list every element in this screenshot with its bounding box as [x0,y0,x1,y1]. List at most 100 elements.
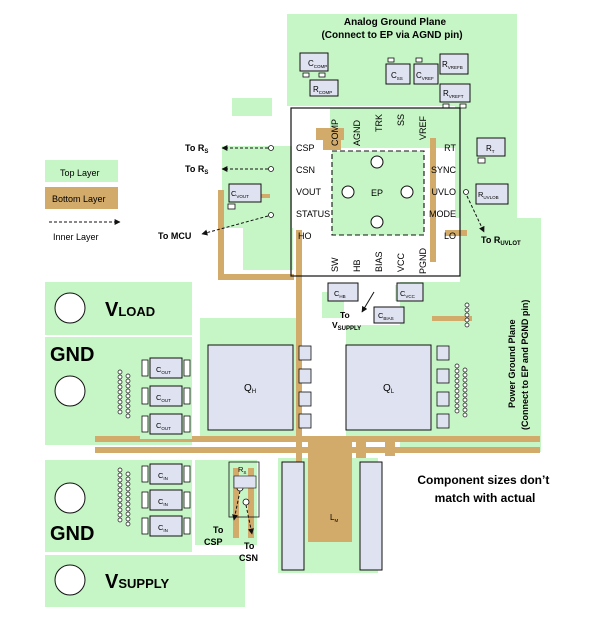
svg-text:QL: QL [383,383,395,395]
via [462,372,468,378]
via [464,317,470,323]
input-capacitors: CIN CIN CIN [141,463,191,537]
svg-text:CVOUT: CVOUT [231,189,249,199]
power-plane-title: Power Ground Plane [507,319,517,408]
svg-text:RT: RT [486,144,495,154]
via [462,367,468,373]
via [454,368,460,374]
pin-lo: LO [444,231,456,241]
vload-label: VLOAD [105,299,155,321]
size-note: Component sizes don’t match with actual [417,473,552,505]
via [464,302,470,308]
via [464,322,470,328]
via [462,387,468,393]
svg-text:CHB: CHB [334,289,346,299]
pin-status: STATUS [296,209,330,219]
svg-text:CVCC: CVCC [400,289,416,299]
via [454,393,460,399]
connection-arrows [201,145,485,535]
via [125,388,131,394]
ep-label: EP [371,188,383,198]
via [125,403,131,409]
via [462,402,468,408]
via [117,467,123,473]
via [117,487,123,493]
power-plane-subtitle: (Connect to EP and PGND pin) [520,300,530,430]
svg-text:RUVLOB: RUVLOB [478,190,499,200]
pin-rt: RT [444,143,456,153]
legend-inner-layer: Inner Layer [53,232,99,242]
via [464,312,470,318]
via [117,374,123,380]
via [125,408,131,414]
pin-vcc: VCC [396,252,406,272]
pin-bias: BIAS [374,251,384,272]
svg-text:CCOMP: CCOMP [308,59,327,69]
via [117,517,123,523]
via [117,399,123,405]
via [117,507,123,513]
via [125,521,131,527]
via [464,307,470,313]
svg-text:COUT: COUT [156,393,171,403]
via [454,383,460,389]
pin-trk: TRK [374,114,384,132]
via [117,482,123,488]
to-rs-csp: To RS [185,143,208,155]
svg-text:CVREF: CVREF [416,71,434,81]
via [125,501,131,507]
vsupply-label: VSUPPLY [105,571,169,593]
via [462,397,468,403]
via [454,403,460,409]
svg-text:CBIAS: CBIAS [378,311,394,321]
svg-text:CSS: CSS [391,71,403,81]
via-arrays [117,302,470,527]
via [462,377,468,383]
to-mcu: To MCU [158,231,191,241]
via [117,389,123,395]
bootstrap-components: CHB CVCC CBIAS [327,282,424,324]
high-side-fet: QH [207,344,312,431]
controller-ic: EP CSP CSN VOUT STATUS HO RT SYNC UVLO M… [290,107,461,277]
via [125,378,131,384]
svg-text:COUT: COUT [156,365,171,375]
via [117,404,123,410]
pin-csn: CSN [296,165,315,175]
via [125,506,131,512]
pin-sync: SYNC [431,165,457,175]
svg-text:LM: LM [330,513,338,523]
pin-vout: VOUT [296,187,322,197]
pin-comp: COMP [330,119,340,146]
legend-top-layer: Top Layer [60,168,100,178]
via [117,394,123,400]
via [125,393,131,399]
pin-ss: SS [396,114,406,126]
to-ruvlot: To RUVLOT [481,235,521,247]
pin-ho: HO [298,231,312,241]
svg-text:RS: RS [238,465,246,475]
svg-text:RVREFT: RVREFT [443,89,464,99]
via [125,481,131,487]
low-side-fet: QL [345,344,450,431]
via [125,383,131,389]
via [117,492,123,498]
via [454,388,460,394]
via [125,476,131,482]
svg-text:RVREFB: RVREFB [442,60,463,70]
pin-uvlo: UVLO [431,187,456,197]
pin-vref: VREF [418,115,428,140]
legend: Top Layer Bottom Layer Inner Layer [49,168,121,242]
via [462,392,468,398]
via [454,373,460,379]
via [117,369,123,375]
terminals [54,292,86,596]
via [117,477,123,483]
pin-mode: MODE [429,209,456,219]
output-capacitors: COUT COUT COUT [140,357,192,439]
via [454,408,460,414]
via [462,407,468,413]
sense-resistor: RS [228,461,260,518]
